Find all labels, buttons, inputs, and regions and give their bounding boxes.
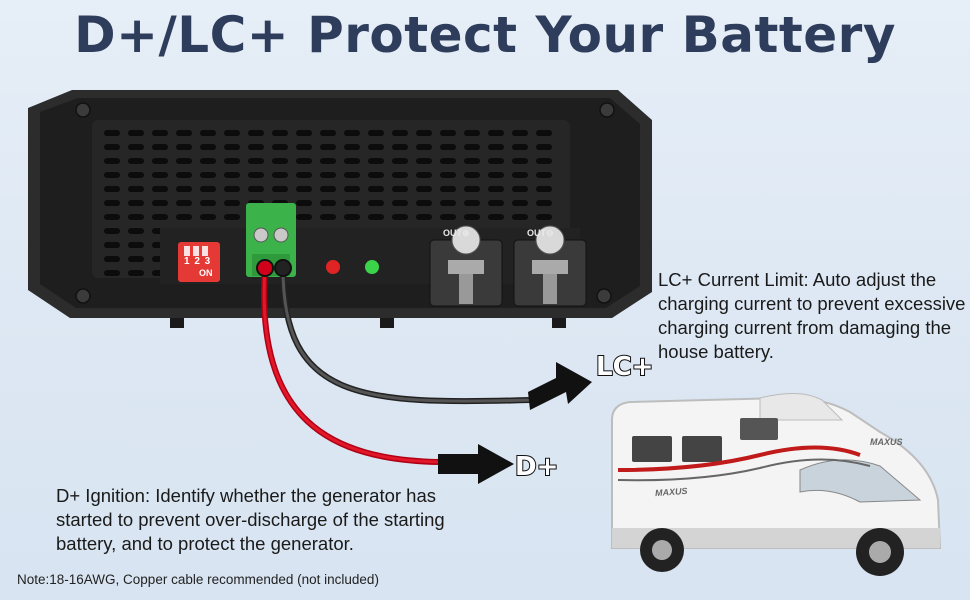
d-tag: D+ xyxy=(514,451,559,483)
d-description: D+ Ignition: Identify whether the genera… xyxy=(56,485,445,554)
red-led-icon xyxy=(326,260,340,274)
lc-tag: LC+ xyxy=(595,351,654,383)
arrow-right-icon xyxy=(438,362,592,484)
footer-note: Note:18-16AWG, Copper cable recommended … xyxy=(17,572,379,587)
rv-brand-front: MAXUS xyxy=(870,437,903,447)
page-title: D+/LC+ Protect Your Battery xyxy=(74,6,896,64)
dip-switch-on-label: ON xyxy=(199,268,213,278)
screw-icon xyxy=(75,102,615,304)
out-negative-label: OUT⊖ xyxy=(527,228,554,238)
rv-motorhome xyxy=(611,392,942,576)
out-negative-terminal xyxy=(513,225,587,307)
green-led-icon xyxy=(365,260,379,274)
dip-switch-numbers: 1 2 3 xyxy=(184,256,212,267)
out-positive-label: OUT⊕ xyxy=(443,228,470,238)
out-positive-terminal xyxy=(429,225,503,307)
vent-grille xyxy=(104,130,552,276)
dip-switch xyxy=(178,242,220,282)
black-wire-highlight xyxy=(281,267,531,403)
lc-description: LC+ Current Limit: Auto adjust the charg… xyxy=(658,269,966,362)
red-wire-highlight xyxy=(262,267,441,464)
